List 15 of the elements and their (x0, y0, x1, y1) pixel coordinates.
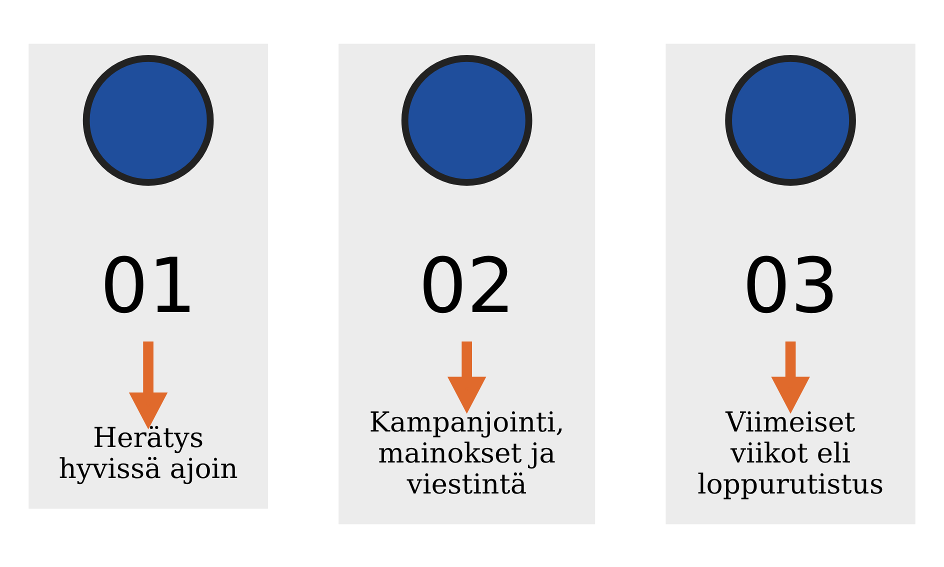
node-text: Viimeiset viikot eli loppurutistus (697, 406, 884, 500)
node-circle (82, 54, 214, 186)
node-text: 02 (418, 241, 516, 330)
arrow (447, 341, 486, 414)
node-text: Herätys hyvissä ajoin (58, 422, 238, 485)
node-text: 01 (100, 241, 196, 330)
cluster (28, 43, 268, 508)
cluster (338, 43, 596, 524)
node-text: 03 (742, 241, 839, 330)
arrow (771, 341, 810, 414)
node-circle (401, 54, 532, 186)
node-text: Kampanjointi, mainokset ja viestintä (369, 406, 564, 500)
node-circle (725, 54, 856, 186)
cluster (666, 43, 916, 524)
arrow (128, 341, 168, 429)
